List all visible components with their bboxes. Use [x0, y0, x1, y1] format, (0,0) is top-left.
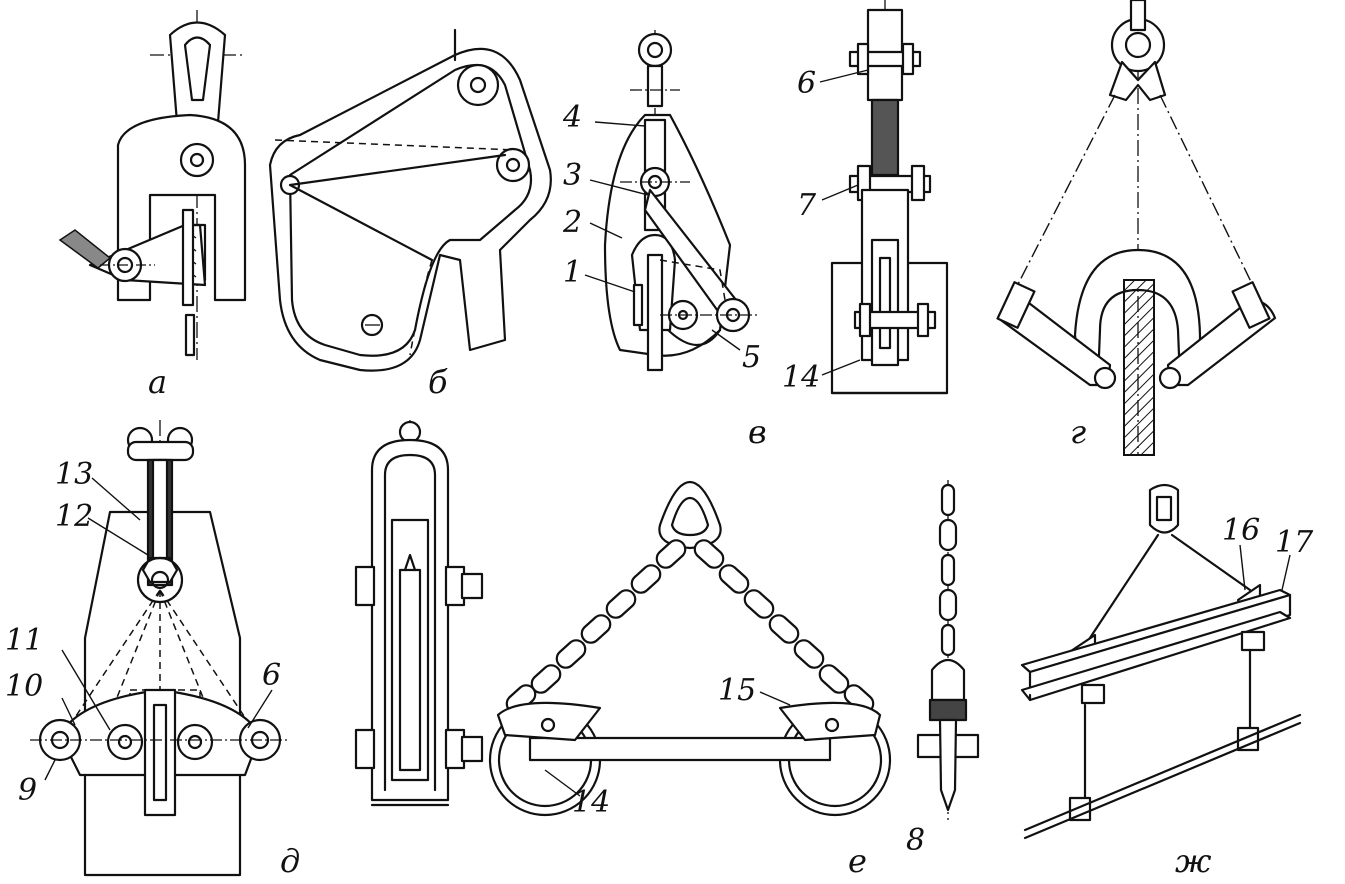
clamp-a [58, 10, 247, 360]
caption-e: е [848, 842, 867, 880]
label-5: 5 [742, 340, 761, 375]
leader-lines [44, 69, 1291, 797]
label-6-bottom: 6 [262, 658, 281, 693]
clamp-v [603, 30, 760, 372]
caption-d: д [280, 842, 300, 880]
sling-e [488, 480, 892, 817]
caption-g: г [1070, 413, 1086, 451]
label-17: 17 [1275, 525, 1314, 560]
label-7: 7 [797, 188, 817, 223]
label-2: 2 [562, 205, 582, 240]
caption-a: а [148, 363, 167, 401]
label-6-top: 6 [797, 66, 816, 101]
label-14-top: 14 [782, 360, 820, 395]
caption-b: б [428, 363, 448, 401]
label-4: 4 [562, 100, 582, 135]
clamp-screw [830, 0, 949, 395]
label-15: 15 [718, 673, 756, 708]
label-9: 9 [18, 773, 37, 808]
label-14-bottom: 14 [572, 785, 610, 820]
caption-v: в [748, 413, 767, 451]
sub-figure-captions: а б в г д е ж [148, 363, 1212, 880]
label-3: 3 [563, 158, 582, 193]
label-13: 13 [55, 457, 93, 492]
label-8: 8 [906, 823, 925, 858]
chain-right [693, 539, 875, 714]
chain-grip-8 [916, 480, 980, 820]
clamp-g [996, 0, 1277, 456]
number-labels: 4 3 2 1 5 6 7 14 13 12 11 10 9 6 15 14 8… [5, 66, 1314, 858]
caption-zh: ж [1175, 842, 1212, 880]
label-12: 12 [55, 499, 93, 534]
clamp-d [30, 420, 290, 877]
label-1: 1 [563, 255, 582, 290]
clamp-d-side [354, 420, 484, 810]
label-10: 10 [5, 669, 43, 704]
chain-left [505, 539, 687, 714]
label-11: 11 [5, 623, 43, 658]
traverse-zh [1020, 483, 1302, 840]
label-16: 16 [1222, 513, 1260, 548]
clamp-b [268, 28, 552, 372]
